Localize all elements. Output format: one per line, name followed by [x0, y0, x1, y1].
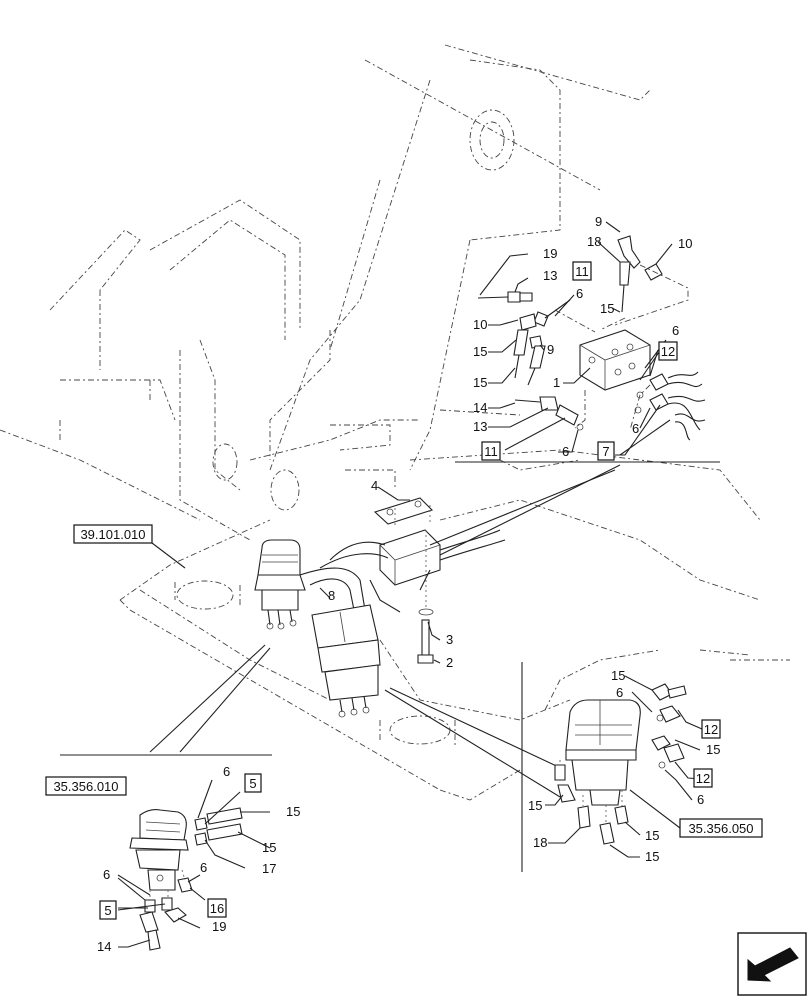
- callout-6-top-d: 6: [632, 421, 639, 436]
- callout-11-top: 11: [575, 264, 589, 279]
- callout-6-bl-a: 6: [223, 764, 230, 779]
- callout-5-bottom: 5: [104, 903, 111, 918]
- callout-12-br-bottom: 12: [696, 771, 710, 786]
- callout-15-br-a: 15: [611, 668, 625, 683]
- callout-15-br-d: 15: [645, 828, 659, 843]
- callout-15-br-b: 15: [706, 742, 720, 757]
- callout-6-bl-b: 6: [200, 860, 207, 875]
- callout-7: 7: [602, 444, 609, 459]
- callout-11-bottom: 11: [484, 444, 498, 459]
- callout-14-bl: 14: [97, 939, 111, 954]
- callout-6-br-b: 6: [697, 792, 704, 807]
- callout-5-top: 5: [249, 776, 256, 791]
- ref-box-35-356-050[interactable]: 35.356.050: [679, 818, 763, 838]
- callout-4: 4: [371, 478, 378, 493]
- callout-9-top: 9: [595, 214, 602, 229]
- center-assembly: [254, 497, 506, 718]
- callout-2: 2: [446, 655, 453, 670]
- top-right-detail: [477, 235, 706, 441]
- callout-9-left: 9: [547, 342, 554, 357]
- ref-label-39-101-010: 39.101.010: [80, 527, 145, 542]
- callout-15-bl-b: 15: [262, 840, 276, 855]
- callout-12-br-top: 12: [704, 722, 718, 737]
- bottom-right-leaders: [545, 675, 703, 858]
- callout-13-top: 13: [543, 268, 557, 283]
- callout-15-br-c: 15: [528, 798, 542, 813]
- bottom-right-detail: [554, 683, 687, 845]
- callout-15-left-b: 15: [473, 375, 487, 390]
- callout-numbers: 4 8 3 2 1 9 10 18 15 19 13 6 10 9 15 15 …: [97, 214, 720, 954]
- callout-14-top: 14: [473, 400, 487, 415]
- ref-box-39-101-010[interactable]: 39.101.010: [73, 524, 153, 544]
- callout-8: 8: [328, 588, 335, 603]
- machine-frame-outline: [0, 44, 790, 801]
- ref-box-35-356-010[interactable]: 35.356.010: [45, 776, 127, 796]
- callout-13-bottom: 13: [473, 419, 487, 434]
- callout-6-top-b: 6: [562, 444, 569, 459]
- callout-18-br: 18: [533, 835, 547, 850]
- callout-16: 16: [210, 901, 224, 916]
- bottom-left-leaders: [117, 779, 271, 948]
- callout-6-top-a: 6: [576, 286, 583, 301]
- ref-label-35-356-050: 35.356.050: [688, 821, 753, 836]
- callout-18-top: 18: [587, 234, 601, 249]
- callout-6-bl-c: 6: [103, 867, 110, 882]
- callout-19-top: 19: [543, 246, 557, 261]
- callout-15-br-e: 15: [645, 849, 659, 864]
- center-leaders: [60, 461, 720, 872]
- callout-15-top: 15: [600, 301, 614, 316]
- callout-12-top: 12: [661, 344, 675, 359]
- callout-10-top: 10: [678, 236, 692, 251]
- callout-17: 17: [262, 861, 276, 876]
- boxed-callouts: 11 11 12 7 5 16 5 12 12: [99, 261, 721, 920]
- bottom-left-detail: [129, 807, 243, 951]
- arrow-navigation-icon[interactable]: [737, 932, 807, 996]
- callout-3: 3: [446, 632, 453, 647]
- ref-label-35-356-010: 35.356.010: [53, 779, 118, 794]
- callout-19-bl: 19: [212, 919, 226, 934]
- callout-15-bl-a: 15: [286, 804, 300, 819]
- top-right-leaders: [479, 221, 673, 456]
- callout-6-top-c: 6: [672, 323, 679, 338]
- callout-1: 1: [553, 375, 560, 390]
- callout-6-br-a: 6: [616, 685, 623, 700]
- callout-15-left-a: 15: [473, 344, 487, 359]
- callout-10-left: 10: [473, 317, 487, 332]
